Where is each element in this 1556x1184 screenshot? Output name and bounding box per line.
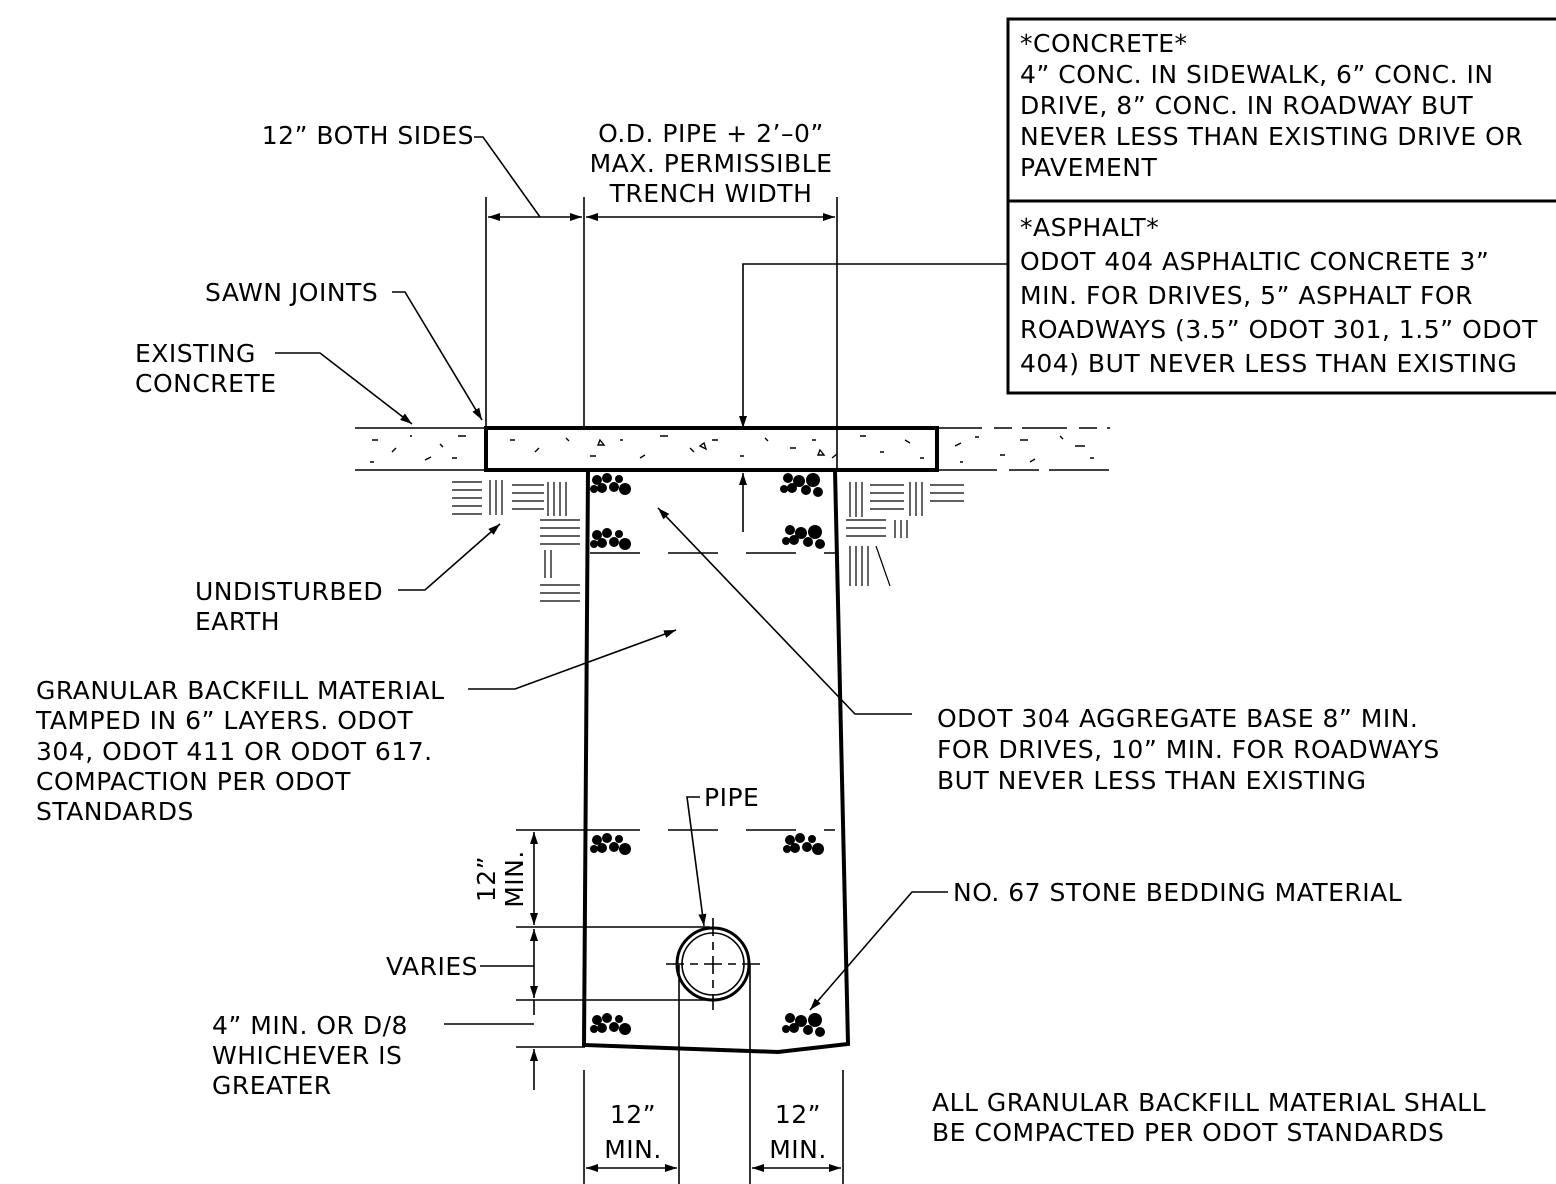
label-compaction-2: BE COMPACTED PER ODOT STANDARDS (932, 1118, 1444, 1147)
label-aggregate-3: BUT NEVER LESS THAN EXISTING (937, 766, 1367, 795)
top-dimensions: 12” BOTH SIDES O.D. PIPE + 2’–0” MAX. PE… (262, 119, 838, 470)
label-12-min-right-1: 12” (775, 1100, 821, 1129)
label-undisturbed-earth-2: EARTH (195, 607, 280, 636)
label-aggregate-2: FOR DRIVES, 10” MIN. FOR ROADWAYS (937, 735, 1440, 764)
undisturbed-earth-hatch (452, 480, 964, 602)
leader-pavement (739, 263, 1008, 428)
aggregate-stones (590, 473, 825, 1037)
label-granular-5: STANDARDS (36, 797, 194, 826)
label-granular-3: 304, ODOT 411 OR ODOT 617. (36, 737, 433, 766)
label-trench-width-2: MAX. PERMISSIBLE (590, 149, 833, 178)
trench-outline (581, 469, 851, 1055)
label-12-min-vertical-1: 12” (472, 856, 501, 902)
label-4-min-2: WHICHEVER IS (212, 1041, 402, 1070)
label-undisturbed-earth-1: UNDISTURBED (195, 577, 383, 606)
concrete-line-4: PAVEMENT (1020, 153, 1157, 182)
asphalt-line-2: MIN. FOR DRIVES, 5” ASPHALT FOR (1020, 281, 1473, 310)
label-existing-concrete-2: CONCRETE (135, 369, 277, 398)
new-pavement-slab (484, 426, 939, 472)
label-granular-1: GRANULAR BACKFILL MATERIAL (36, 676, 445, 705)
label-12-min-left-1: 12” (610, 1100, 656, 1129)
leader-undisturbed-earth (398, 523, 501, 591)
leader-existing-concrete (275, 352, 413, 425)
leader-sawn-joints (392, 291, 483, 421)
vertical-dimensions (516, 829, 710, 1090)
label-compaction-1: ALL GRANULAR BACKFILL MATERIAL SHALL (932, 1088, 1486, 1117)
concrete-line-3: NEVER LESS THAN EXISTING DRIVE OR (1020, 122, 1523, 151)
label-existing-concrete-1: EXISTING (135, 339, 256, 368)
concrete-title: *CONCRETE* (1020, 29, 1188, 58)
concrete-line-1: 4” CONC. IN SIDEWALK, 6” CONC. IN (1020, 60, 1494, 89)
label-granular-4: COMPACTION PER ODOT (36, 767, 351, 796)
leader-aggregate (657, 507, 912, 715)
existing-concrete (355, 427, 1110, 471)
label-trench-width-1: O.D. PIPE + 2’–0” (598, 119, 824, 148)
leader-pipe (686, 796, 707, 927)
label-aggregate-1: ODOT 304 AGGREGATE BASE 8” MIN. (937, 704, 1418, 733)
asphalt-line-4: 404) BUT NEVER LESS THAN EXISTING (1020, 349, 1517, 378)
label-trench-width-3: TRENCH WIDTH (609, 179, 813, 208)
pipe (666, 918, 760, 1010)
label-granular-2: TAMPED IN 6” LAYERS. ODOT (35, 706, 413, 735)
label-4-min-3: GREATER (212, 1071, 332, 1100)
asphalt-line-3: ROADWAYS (3.5” ODOT 301, 1.5” ODOT (1020, 315, 1538, 344)
asphalt-title: *ASPHALT* (1020, 213, 1159, 242)
concrete-line-2: DRIVE, 8” CONC. IN ROADWAY BUT (1020, 91, 1473, 120)
label-varies: VARIES (386, 952, 478, 981)
label-both-sides: 12” BOTH SIDES (262, 121, 474, 150)
label-stone-bedding: NO. 67 STONE BEDDING MATERIAL (953, 878, 1402, 907)
label-12-min-vertical-2: MIN. (500, 850, 529, 908)
label-12-min-left-2: MIN. (604, 1135, 662, 1164)
notes-box-border (1006, 17, 1556, 395)
label-12-min-right-2: MIN. (769, 1135, 827, 1164)
leader-stone-bedding (809, 891, 948, 1011)
bottom-dimensions (583, 965, 844, 1184)
label-sawn-joints: SAWN JOINTS (205, 278, 378, 307)
asphalt-line-1: ODOT 404 ASPHALTIC CONCRETE 3” (1020, 247, 1489, 276)
notes-box: *CONCRETE* 4” CONC. IN SIDEWALK, 6” CONC… (1006, 17, 1556, 395)
leader-granular (468, 629, 677, 690)
label-pipe: PIPE (704, 783, 759, 812)
leader-both-sides (474, 136, 541, 218)
label-4-min-1: 4” MIN. OR D/8 (212, 1011, 408, 1040)
